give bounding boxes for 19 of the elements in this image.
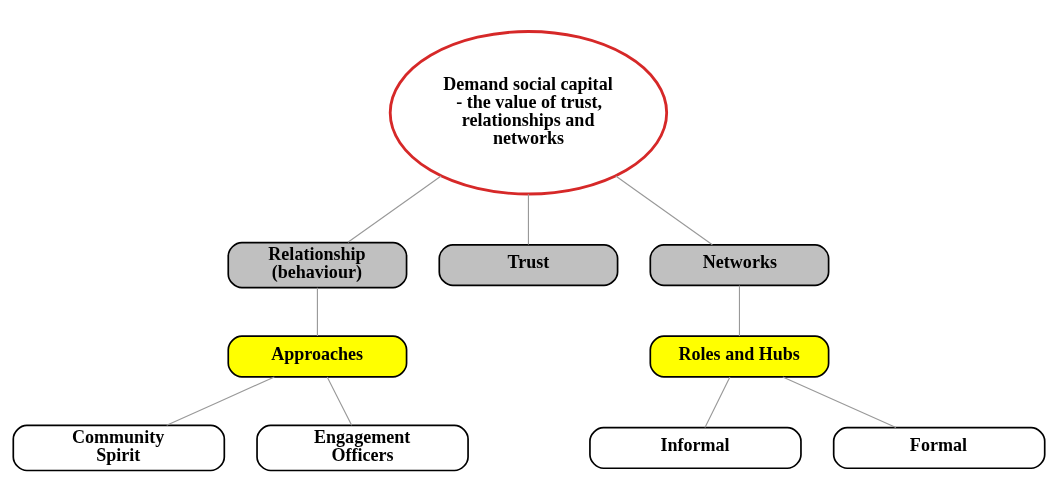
connector xyxy=(347,174,442,243)
node-box: Community Spirit xyxy=(12,424,226,471)
connector xyxy=(615,174,713,245)
node-box: Approaches xyxy=(227,334,408,378)
connector xyxy=(316,286,318,337)
connector xyxy=(166,375,275,426)
connector xyxy=(527,193,529,245)
node-box: Roles and Hubs xyxy=(649,334,830,378)
connector xyxy=(704,375,731,428)
connector xyxy=(738,284,741,337)
node-box: Relationship (behaviour) xyxy=(227,241,408,289)
node-box: Engagement Officers xyxy=(256,424,469,471)
node-box: Formal xyxy=(832,426,1046,469)
connector xyxy=(326,375,353,426)
node-box: Informal xyxy=(589,426,802,469)
node-box: Trust xyxy=(438,243,619,286)
connector xyxy=(782,375,897,428)
node-box: Networks xyxy=(649,243,830,286)
node-ellipse: Demand social capital - the value of trust, relationships and networks xyxy=(388,29,669,195)
